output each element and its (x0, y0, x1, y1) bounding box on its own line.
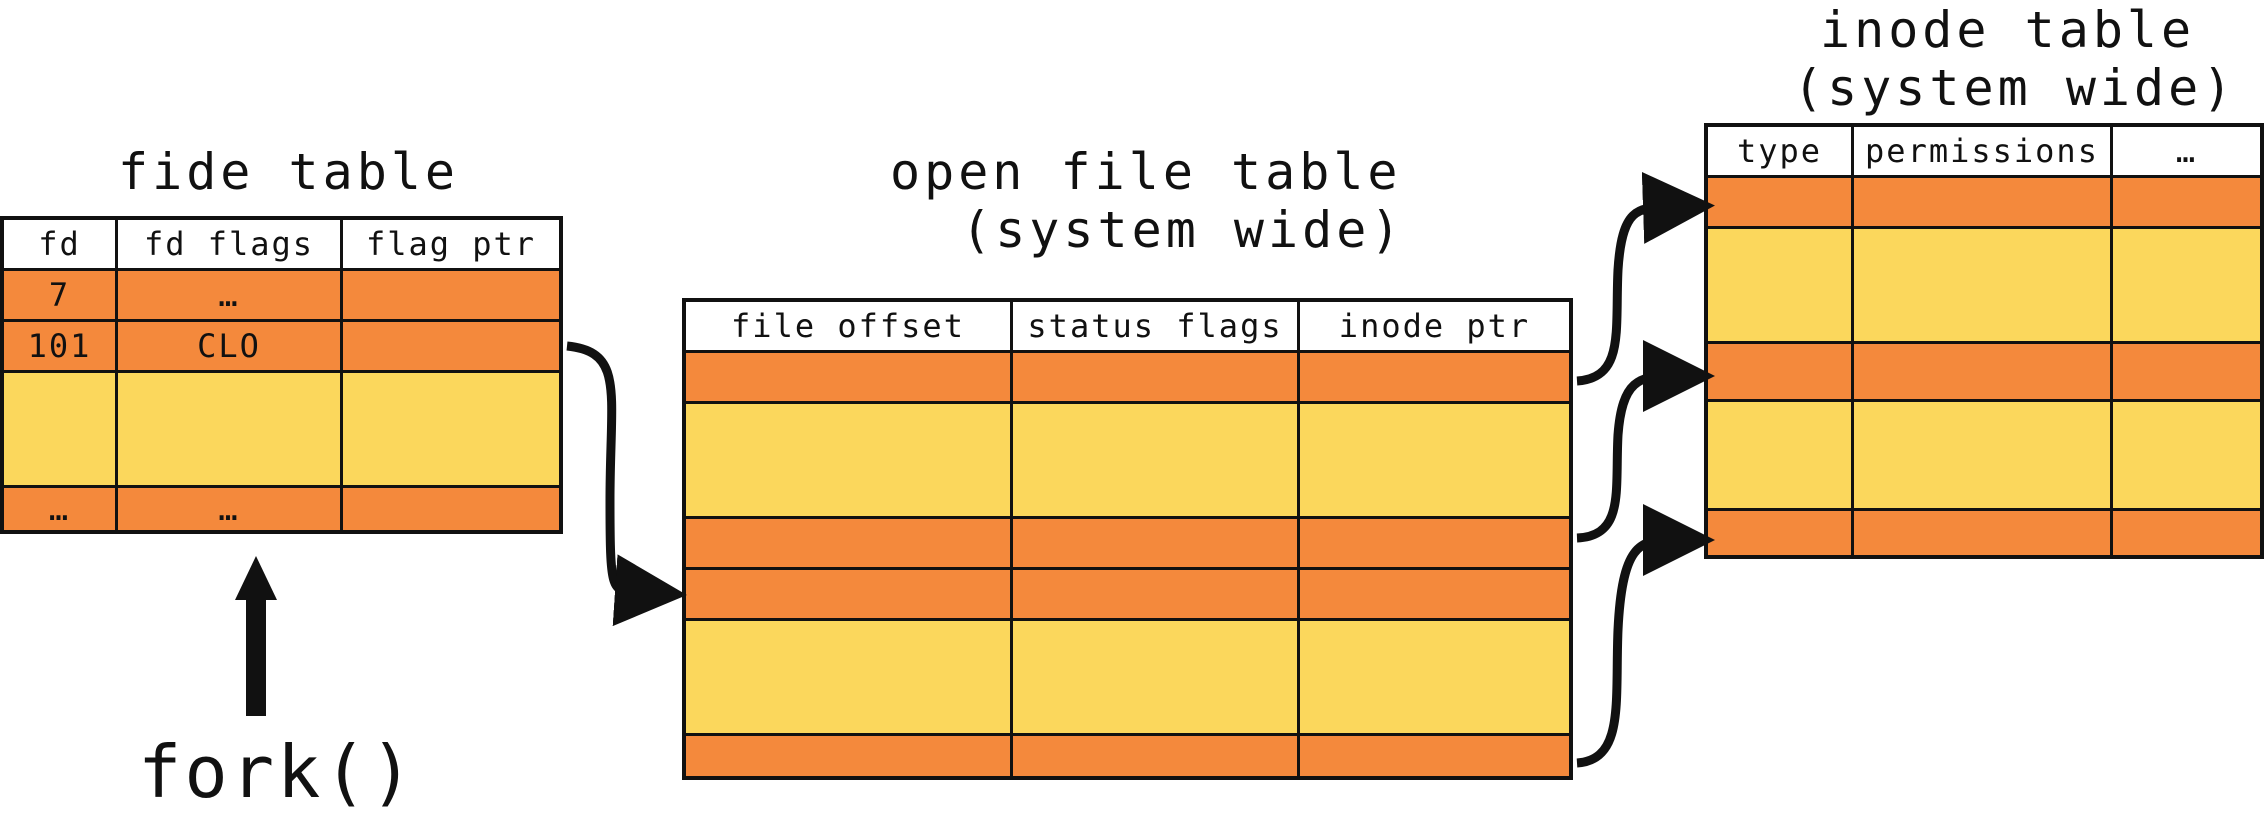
open-file-table-row-1-cell-2 (1300, 404, 1569, 519)
fd-table-row-1-cell-2 (343, 322, 559, 373)
fd-table-header-2: flag ptr (343, 220, 559, 271)
fd-table-row-0-cell-2 (343, 271, 559, 322)
fork-arrow-shaft (246, 590, 266, 716)
fd-table-header-1: fd flags (118, 220, 343, 271)
open-file-to-inode-arrow-1 (1576, 171, 1715, 386)
open-file-table-title-line2: (system wide) (927, 201, 1405, 259)
inode-table-row-4-cell-2 (2113, 511, 2260, 555)
inode-table-row-2-cell-2 (2113, 344, 2260, 402)
open-file-table-row-2-cell-0 (686, 519, 1013, 570)
open-file-to-inode-arrow-2 (1576, 340, 1715, 543)
inode-table-row-1-cell-0 (1708, 229, 1854, 344)
fd-table-row-3-cell-0: … (4, 488, 118, 530)
open-file-table-row-3-cell-2 (1300, 570, 1569, 621)
open-file-table-row-4-cell-2 (1300, 621, 1569, 736)
open-file-table-title-line1: open file table (890, 143, 1402, 201)
open-file-table-row-2-cell-1 (1013, 519, 1300, 570)
inode-table-row-2-cell-1 (1854, 344, 2113, 402)
fd-table-row-3-cell-2 (343, 488, 559, 530)
open-file-table-row-3-cell-1 (1013, 570, 1300, 621)
inode-table-header-1: permissions (1854, 127, 2113, 178)
inode-table-header-0: type (1708, 127, 1854, 178)
inode-table-row-4-cell-1 (1854, 511, 2113, 555)
open-file-table-row-0-cell-1 (1013, 353, 1300, 404)
open-file-to-inode-arrow-3 (1576, 504, 1715, 768)
open-file-table-header-1: status flags (1013, 302, 1300, 353)
open-file-table-row-0-cell-2 (1300, 353, 1569, 404)
open-file-table-row-0-cell-0 (686, 353, 1013, 404)
open-file-table-row-3-cell-0 (686, 570, 1013, 621)
inode-table-title-line1: inode table (1820, 1, 2196, 59)
fd-table-title: fide table (118, 143, 460, 201)
open-file-table-header-0: file offset (686, 302, 1013, 353)
inode-table-title-line2: (system wide) (1793, 59, 2237, 117)
inode-table-row-0-cell-1 (1854, 178, 2113, 229)
open-file-table-header-2: inode ptr (1300, 302, 1569, 353)
inode-table-row-4-cell-0 (1708, 511, 1854, 555)
inode-table-row-0-cell-0 (1708, 178, 1854, 229)
open-file-table-row-4-cell-1 (1013, 621, 1300, 736)
inode-table-header-2: … (2113, 127, 2260, 178)
fork-arrow-head (235, 556, 277, 600)
fd-table-row-2-cell-2 (343, 373, 559, 488)
fd-table-row-2-cell-1 (118, 373, 343, 488)
open-file-table-row-5-cell-1 (1013, 736, 1300, 776)
inode-table-row-0-cell-2 (2113, 178, 2260, 229)
open-file-table-row-5-cell-2 (1300, 736, 1569, 776)
open-file-table-row-2-cell-2 (1300, 519, 1569, 570)
fd-to-open-file-arrow (566, 341, 687, 627)
inode-table-row-2-cell-0 (1708, 344, 1854, 402)
fork-label: fork() (138, 730, 417, 814)
inode-table-row-3-cell-1 (1854, 402, 2113, 511)
fd-table-row-2-cell-0 (4, 373, 118, 488)
fd-table-row-0-cell-1: … (118, 271, 343, 322)
open-file-table-row-1-cell-1 (1013, 404, 1300, 519)
inode-table-row-1-cell-2 (2113, 229, 2260, 344)
open-file-table-row-1-cell-0 (686, 404, 1013, 519)
fd-table-row-0-cell-0: 7 (4, 271, 118, 322)
open-file-table-row-5-cell-0 (686, 736, 1013, 776)
fd-table-header-0: fd (4, 220, 118, 271)
inode-table-row-1-cell-1 (1854, 229, 2113, 344)
inode-table-row-3-cell-2 (2113, 402, 2260, 511)
open-file-table-row-4-cell-0 (686, 621, 1013, 736)
inode-table-row-3-cell-0 (1708, 402, 1854, 511)
fd-table-row-1-cell-1: CLO (118, 322, 343, 373)
fd-table-row-3-cell-1: … (118, 488, 343, 530)
fd-table-row-1-cell-0: 101 (4, 322, 118, 373)
